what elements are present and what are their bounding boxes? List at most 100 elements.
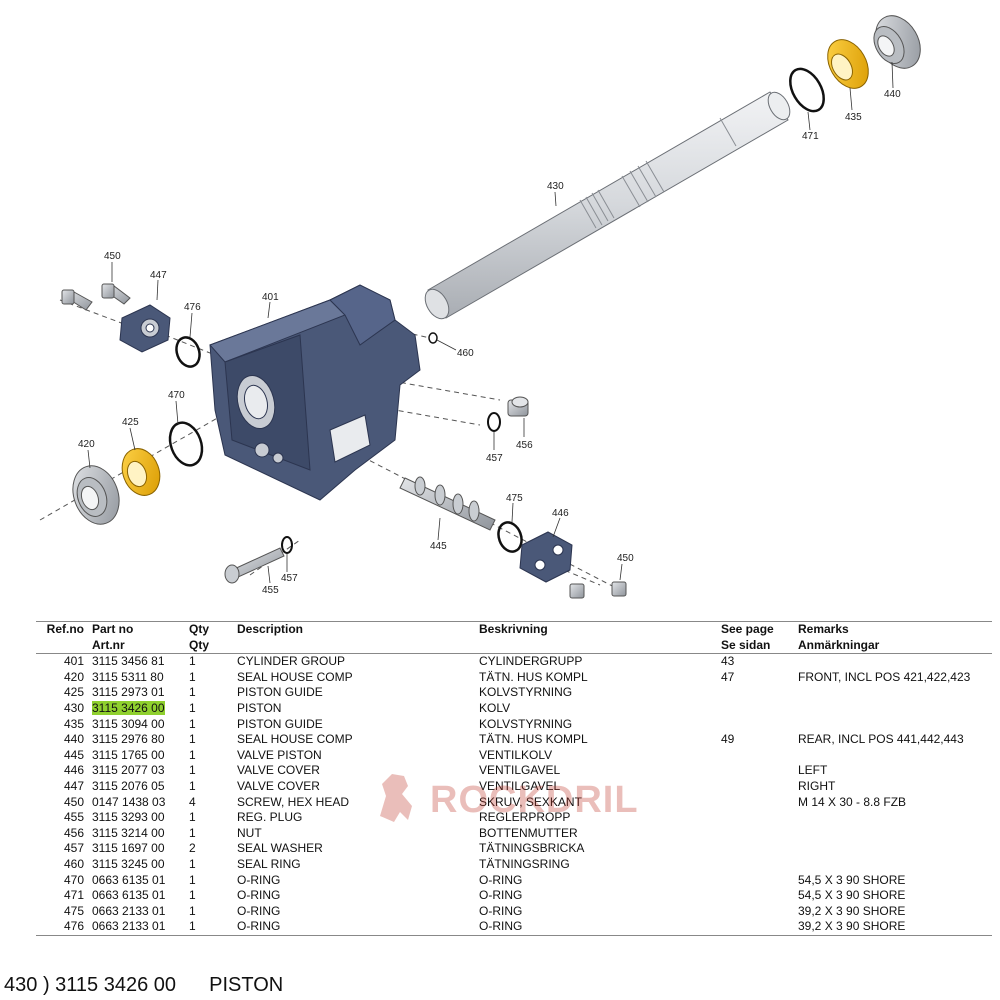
cell-remarks: M 14 X 30 - 8.8 FZB: [798, 794, 907, 809]
part-number[interactable]: 0663 6135 01: [92, 888, 166, 903]
cell-page: [721, 873, 798, 889]
cell-part: 3115 3456 81: [92, 654, 189, 670]
part-number[interactable]: 3115 2076 05: [92, 778, 165, 793]
part-number[interactable]: 3115 1765 00: [92, 747, 165, 762]
cell-page: 49: [721, 732, 735, 747]
cell-part: 0663 6135 01: [92, 888, 189, 904]
cell-desc: O-RING: [237, 919, 281, 934]
cell-qty: 1: [189, 810, 196, 825]
cell-beskr: TÄTNINGSBRICKA: [479, 841, 585, 856]
valve-cover-447: [119, 304, 171, 353]
part-number[interactable]: 0663 2133 01: [92, 919, 166, 934]
part-number[interactable]: 3115 3245 00: [92, 856, 165, 871]
seal-washer-457b: [281, 536, 293, 554]
part-number[interactable]: 0147 1438 03: [92, 794, 166, 809]
cell-desc: PISTON GUIDE: [237, 716, 323, 731]
cell-part: 3115 5311 80: [92, 670, 189, 686]
part-number[interactable]: 0663 6135 01: [92, 872, 166, 887]
part-number[interactable]: 3115 3456 81: [92, 654, 165, 669]
cell-beskr: O-RING: [479, 903, 523, 918]
cell-remarks: [798, 841, 992, 857]
part-number[interactable]: 3115 2976 80: [92, 732, 165, 747]
cell-remarks: [798, 701, 992, 717]
cell-part: 3115 1765 00: [92, 748, 189, 764]
piston-guide-425: [121, 448, 161, 496]
cell-remarks: [798, 857, 992, 873]
part-number[interactable]: 0663 2133 01: [92, 903, 166, 918]
callout-446: 446: [552, 508, 569, 519]
callout-435: 435: [845, 112, 862, 123]
cell-beskr: VENTILKOLV: [479, 747, 553, 762]
cell-qty: 1: [189, 654, 196, 669]
cell-ref: 430: [63, 700, 84, 715]
cell-qty: 1: [189, 747, 196, 762]
screws-450-bottom: [569, 581, 627, 599]
cell-page: [721, 763, 798, 779]
piston-430: [424, 91, 791, 320]
cell-part: 0147 1438 03: [92, 795, 189, 811]
cell-ref: 460: [63, 856, 84, 871]
part-number[interactable]: 3115 1697 00: [92, 841, 165, 856]
cell-remarks: FRONT, INCL POS 421,422,423: [798, 669, 971, 684]
cell-ref: 457: [63, 841, 84, 856]
callout-447: 447: [150, 270, 167, 281]
valve-cover-446: [519, 531, 573, 583]
cell-desc: NUT: [237, 825, 262, 840]
cell-ref: 456: [63, 825, 84, 840]
cell-desc: O-RING: [237, 872, 281, 887]
seal-house-420: [72, 465, 120, 525]
cell-part: 3115 3214 00: [92, 826, 189, 842]
part-number[interactable]: 3115 3214 00: [92, 825, 165, 840]
part-number[interactable]: 3115 3094 00: [92, 716, 165, 731]
cell-ref: 425: [63, 685, 84, 700]
seal-washer-457a: [487, 412, 501, 432]
cell-part: 3115 2976 80: [92, 732, 189, 748]
part-number[interactable]: 3115 5311 80: [92, 669, 164, 684]
cell-ref: 435: [63, 716, 84, 731]
part-number[interactable]: 3115 2973 01: [92, 685, 165, 700]
cell-part: 0663 6135 01: [92, 873, 189, 889]
cell-page: [721, 810, 798, 826]
callout-455: 455: [262, 585, 279, 596]
cell-page: [721, 717, 798, 733]
cell-desc: PISTON: [237, 700, 282, 715]
part-number[interactable]: 3115 2077 03: [92, 763, 165, 778]
valve-piston-445: [399, 476, 496, 531]
cell-desc: VALVE COVER: [237, 778, 320, 793]
cell-qty: 1: [189, 888, 196, 903]
part-number[interactable]: 3115 3293 00: [92, 810, 165, 825]
lion-icon: [380, 774, 412, 822]
reg-plug-455: [224, 547, 285, 584]
selected-description: PISTON: [209, 974, 284, 996]
cell-desc: PISTON GUIDE: [237, 685, 323, 700]
cylinder-group-401: [209, 284, 421, 501]
cell-beskr: VENTILGAVEL: [479, 778, 561, 793]
selected-part-caption: 430 ) 3115 3426 00 PISTON: [4, 974, 283, 997]
callout-475: 475: [506, 493, 523, 504]
part-number[interactable]: 3115 3426 00: [92, 700, 165, 715]
cell-ref: 455: [63, 810, 84, 825]
cell-desc: VALVE COVER: [237, 763, 320, 778]
cell-page: [721, 701, 798, 717]
